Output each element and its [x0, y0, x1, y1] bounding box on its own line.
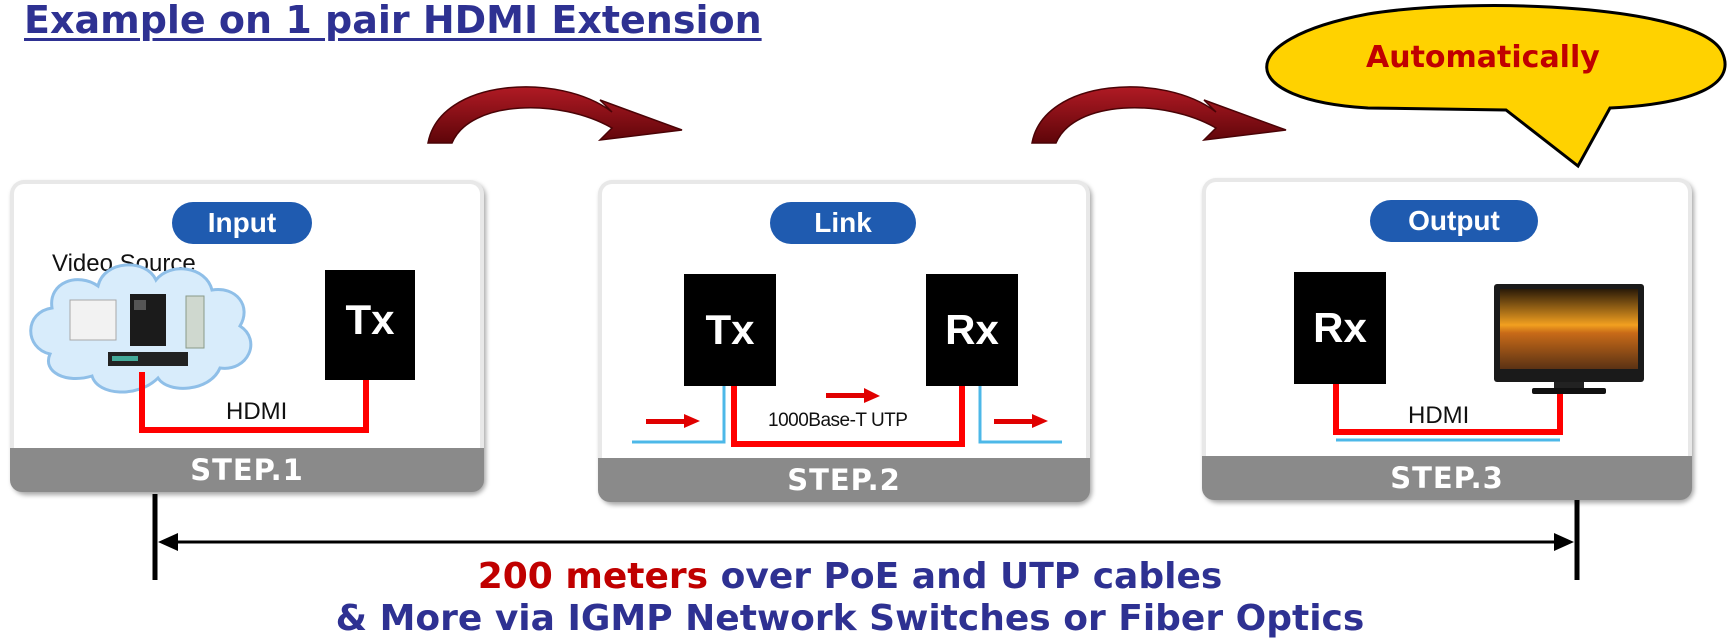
distance-line-1: 200 meters over PoE and UTP cables	[0, 556, 1716, 597]
rx-device-step2: Rx	[926, 274, 1018, 386]
input-tag: Input	[172, 202, 312, 244]
step3-panel: STEP.3	[1202, 178, 1692, 500]
rx-device-step3: Rx	[1294, 272, 1386, 384]
page-title: Example on 1 pair HDMI Extension	[24, 0, 762, 42]
callout-text: Automatically	[1366, 40, 1600, 75]
tx-device-step1: Tx	[325, 270, 415, 380]
output-tag: Output	[1370, 200, 1538, 242]
curved-arrow-icon	[427, 86, 683, 144]
step1-label: STEP.1	[10, 448, 484, 492]
signal-arrows	[646, 388, 1048, 428]
step2-cable-label: 1000Base-T UTP	[768, 410, 908, 431]
tx-device-step2: Tx	[684, 274, 776, 386]
speech-bubble	[1265, 4, 1727, 169]
step1-cable-label: HDMI	[226, 398, 288, 425]
curved-arrow-icon	[1031, 86, 1287, 144]
media-devices-icon	[69, 294, 205, 366]
television-icon	[1494, 284, 1644, 394]
step3-cable-label: HDMI	[1408, 402, 1470, 429]
distance-line1-rest: over PoE and UTP cables	[708, 556, 1223, 597]
step3-label: STEP.3	[1202, 456, 1692, 500]
step2-label: STEP.2	[598, 458, 1090, 502]
link-tag: Link	[770, 202, 916, 244]
distance-line-2: & More via IGMP Network Switches or Fibe…	[335, 598, 1365, 639]
distance-highlight: 200 meters	[477, 556, 709, 597]
